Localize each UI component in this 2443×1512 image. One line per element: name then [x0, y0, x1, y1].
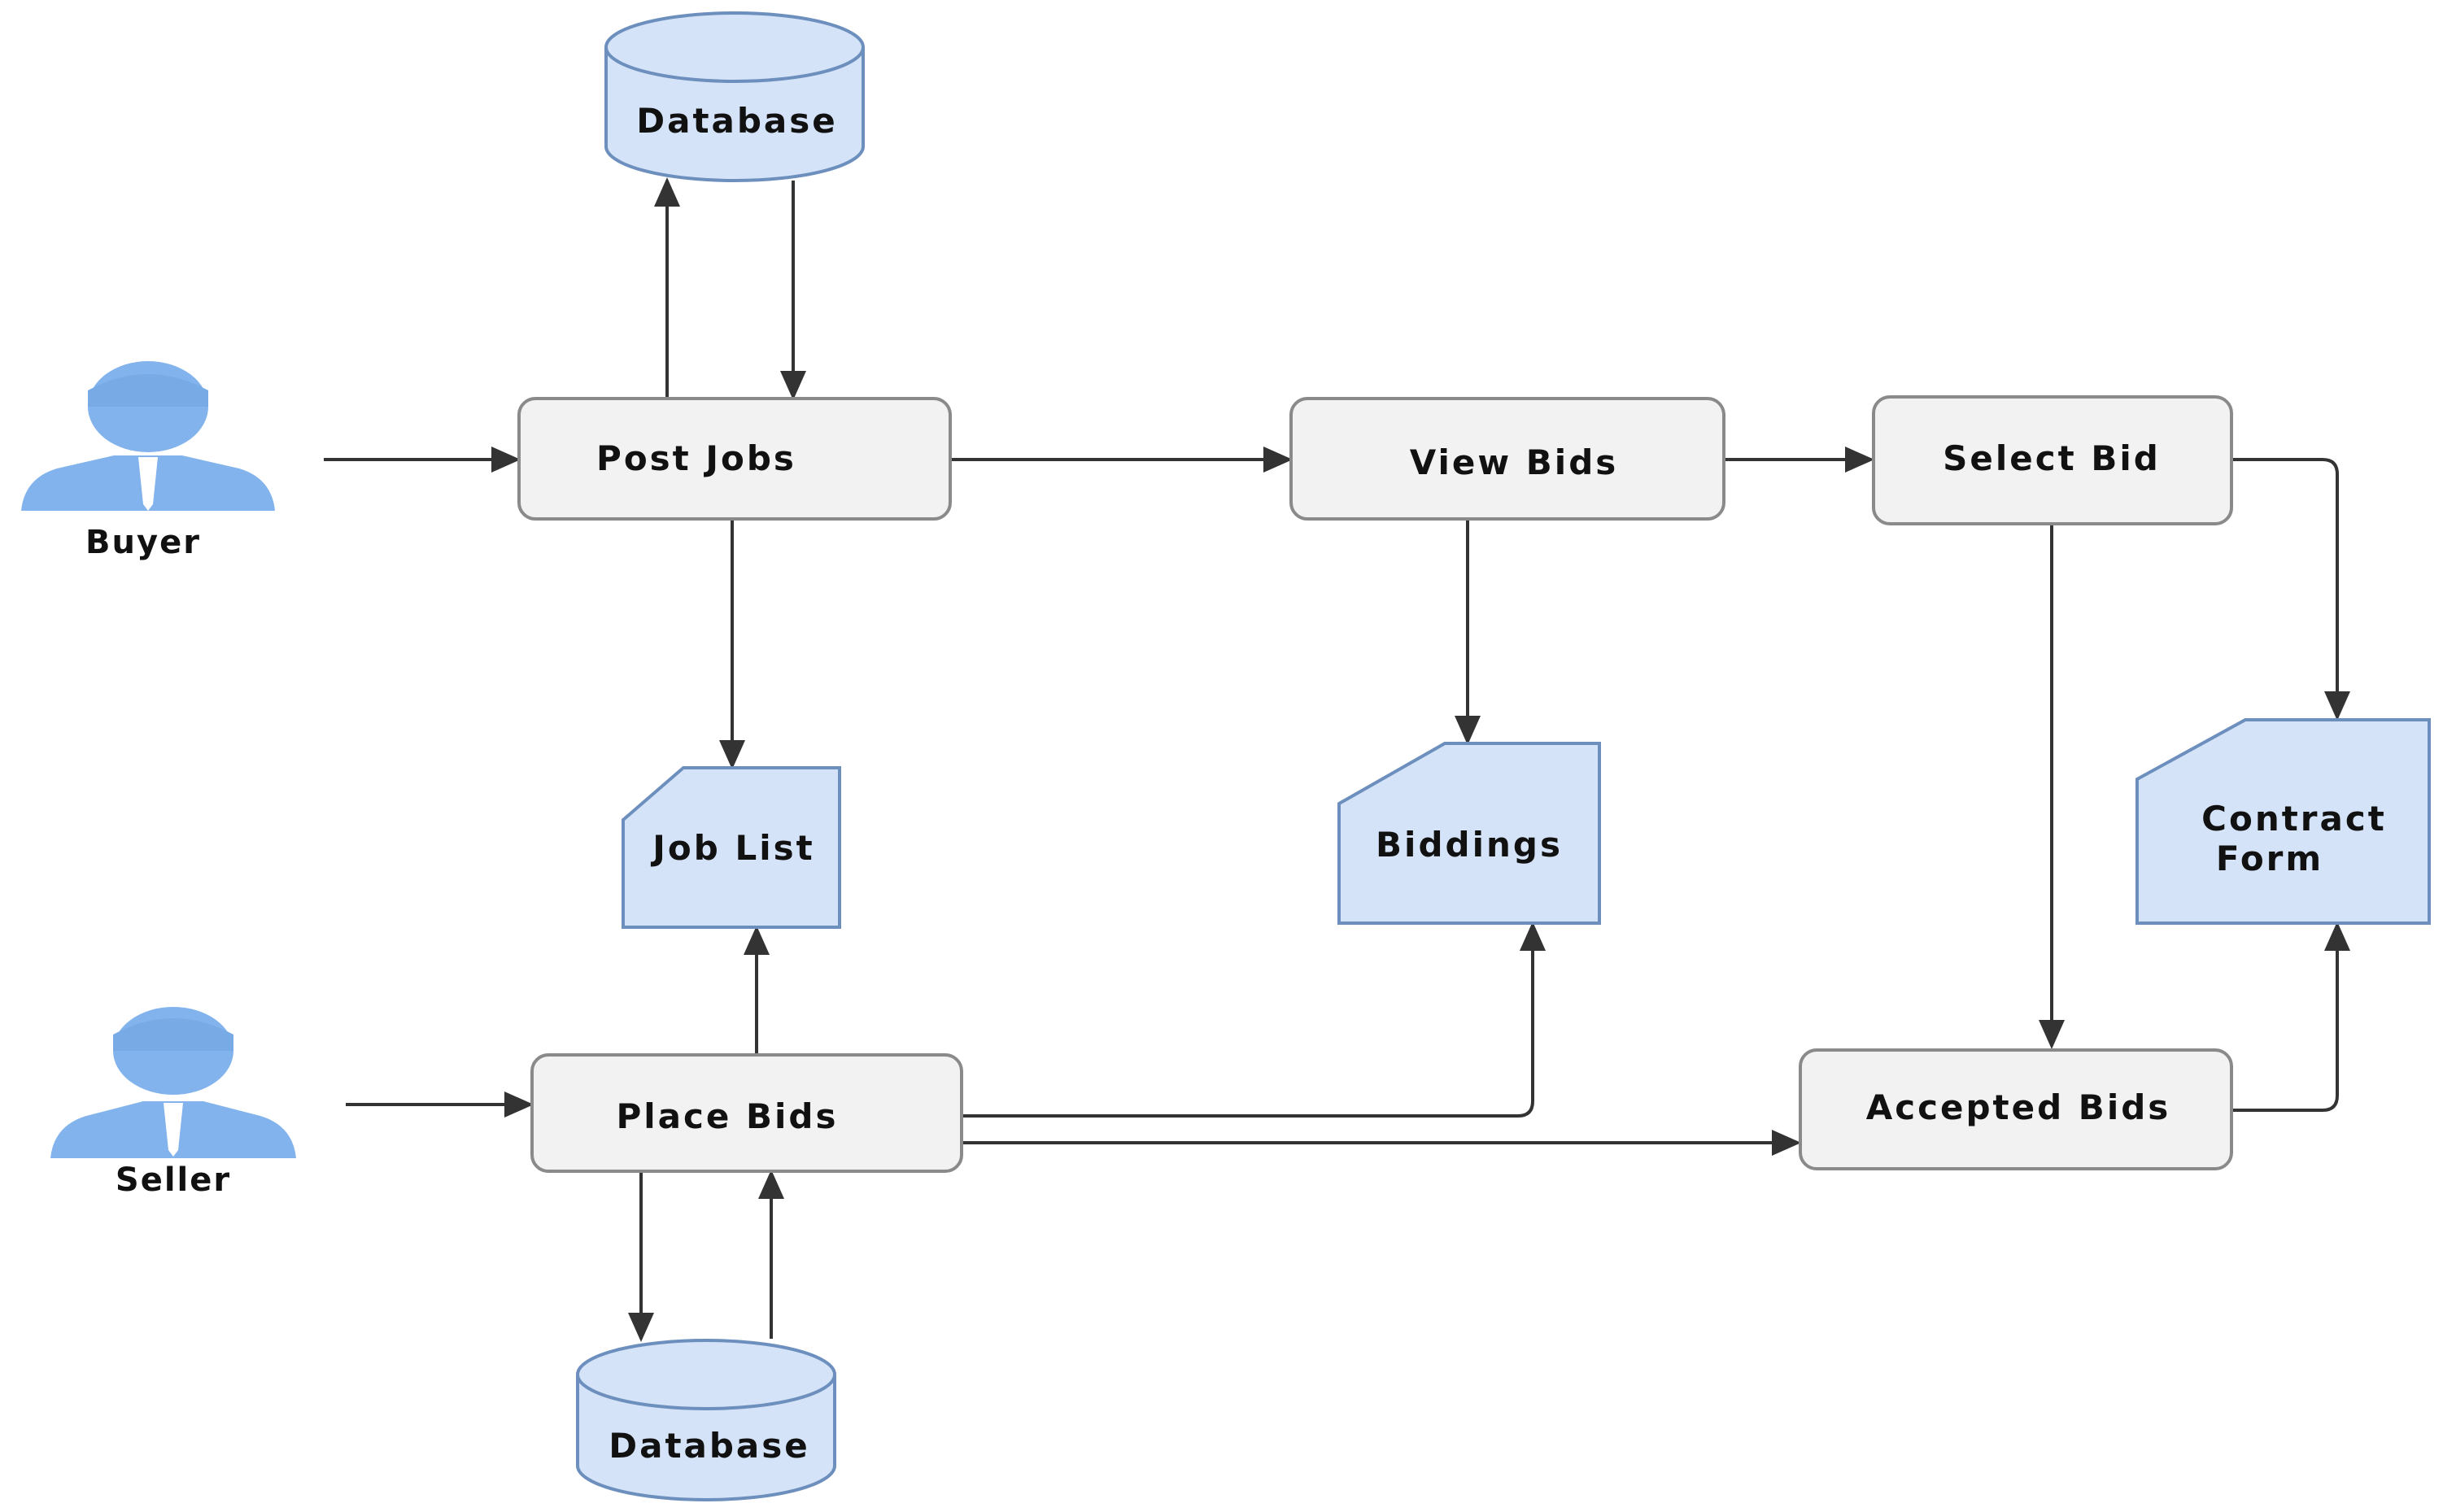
database-lid: [604, 11, 865, 83]
place-bids-label: Place Bids: [617, 1096, 839, 1136]
buyer-label: Buyer: [85, 524, 201, 561]
process-post-jobs: Post Jobs: [517, 397, 952, 521]
biddings-label: Biddings: [1376, 825, 1563, 865]
user-icon: [21, 361, 275, 511]
view-bids-label: View Bids: [1410, 442, 1619, 482]
document-biddings: Biddings: [1337, 742, 1601, 925]
database-top-label: Database: [636, 101, 838, 141]
document-shape: [2135, 718, 2431, 925]
database-body: [604, 47, 865, 182]
edge-accepted-bids-to-contract-form: [2231, 922, 2350, 1112]
actor-buyer: Buyer: [21, 361, 275, 561]
process-box: [530, 1053, 963, 1173]
job-list-label: Job List: [650, 828, 814, 868]
document-contract-form: Contract Form: [2135, 718, 2431, 925]
select-bid-label: Select Bid: [1943, 438, 2161, 478]
database-bottom: Database: [576, 1339, 836, 1501]
process-box: [1289, 397, 1725, 521]
contract-form-label-line-1: Contract: [2201, 799, 2387, 839]
process-accepted-bids: Accepted Bids: [1799, 1048, 2233, 1170]
database-lid: [576, 1339, 836, 1410]
edge-select-bid-to-contract-form: [2231, 458, 2350, 721]
actor-seller: Seller: [50, 1007, 296, 1199]
document-job-list: Job List: [622, 766, 841, 929]
seller-label: Seller: [116, 1161, 231, 1199]
database-bottom-label: Database: [609, 1426, 810, 1466]
accepted-bids-label: Accepted Bids: [1866, 1087, 2171, 1127]
process-box: [1799, 1048, 2233, 1170]
process-place-bids: Place Bids: [530, 1053, 963, 1173]
post-jobs-label: Post Jobs: [596, 438, 796, 478]
edge-place-bids-to-biddings: [962, 922, 1546, 1118]
database-top: Database: [604, 11, 865, 182]
process-view-bids: View Bids: [1289, 397, 1725, 521]
document-shape: [1337, 742, 1601, 925]
user-icon: [50, 1007, 296, 1158]
process-box: [1872, 395, 2233, 525]
document-shape: [622, 766, 841, 929]
process-select-bid: Select Bid: [1872, 395, 2233, 525]
process-box: [517, 397, 952, 521]
contract-form-label-line-2: Form: [2216, 839, 2323, 878]
edges: [324, 177, 2350, 1342]
